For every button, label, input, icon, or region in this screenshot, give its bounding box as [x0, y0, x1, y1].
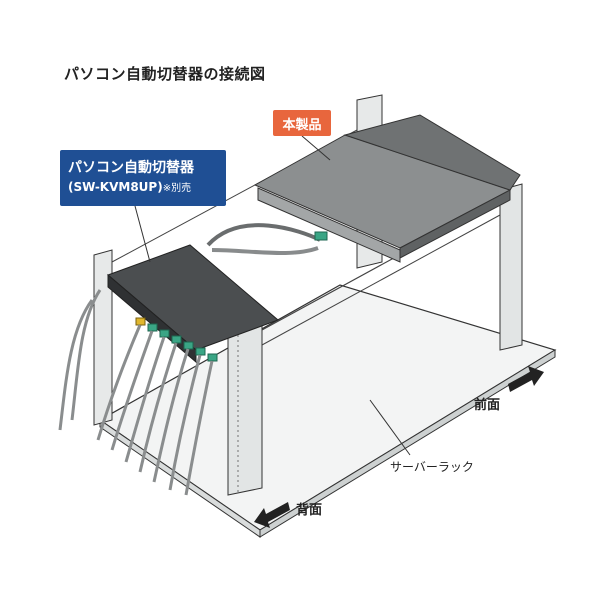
- cable-to-product-1: [206, 223, 321, 247]
- product-leader: [301, 135, 331, 161]
- switch-model-number: (SW-KVM8UP): [68, 180, 163, 194]
- product-tray: [257, 187, 401, 263]
- switch-callout: パソコン自動切替器 (SW-KVM8UP)※別売: [60, 150, 226, 206]
- back-arrow-icon: [254, 502, 290, 528]
- switch-callout-name: パソコン自動切替器: [68, 160, 194, 176]
- rack-post-front-right: [499, 183, 523, 351]
- rack-leader: [369, 399, 411, 456]
- switch-sold-separately-note: ※別売: [162, 183, 192, 194]
- front-arrow-icon: [508, 366, 544, 392]
- rail-bottom: [261, 214, 501, 346]
- cable-to-product-2: [211, 246, 319, 256]
- switch-callout-model: (SW-KVM8UP)※別売: [68, 178, 226, 198]
- rack-post-front-left: [227, 319, 263, 496]
- product-callout: 本製品: [273, 110, 331, 136]
- page-title: パソコン自動切替器の接続図: [64, 65, 266, 83]
- back-label: 背面: [296, 503, 323, 518]
- kvm-connectors: [135, 317, 218, 362]
- hanging-cables: [58, 289, 214, 496]
- server-rack-label: サーバーラック: [390, 460, 474, 474]
- switch-leader: [134, 205, 151, 263]
- rack-base-edge-right: [259, 349, 556, 538]
- front-label: 前面: [474, 398, 501, 413]
- product-lid: [343, 114, 521, 191]
- product-connector: [314, 231, 328, 241]
